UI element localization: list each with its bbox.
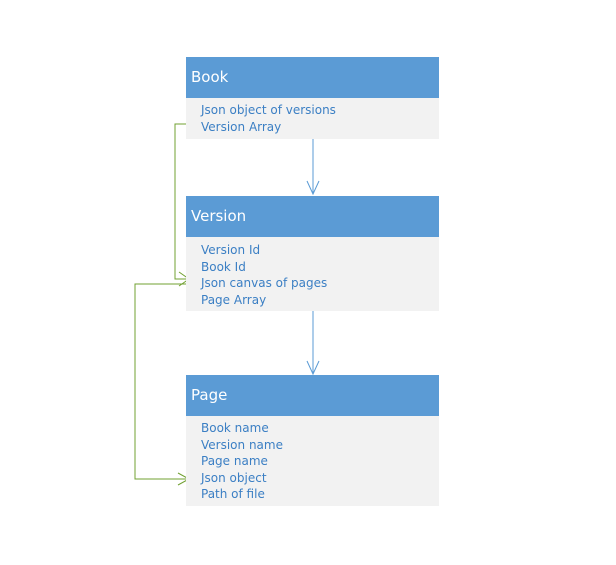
page-field: Book name	[201, 421, 269, 435]
version-field: Book Id	[201, 259, 246, 274]
version-field: Page Array	[201, 292, 267, 307]
page-field: Page name	[201, 454, 268, 468]
book-entity-title: Book	[186, 57, 439, 98]
page-field: Path of file	[201, 487, 265, 501]
book-field: Json object of versions	[201, 103, 336, 117]
page-entity-fields: Book name Version name Page name Json ob…	[186, 416, 439, 505]
page-field: Json object	[201, 470, 267, 485]
book-entity: Book Json object of versions Version Arr…	[186, 57, 439, 139]
page-entity-title: Page	[186, 375, 439, 416]
book-field: Version Array	[201, 119, 282, 134]
version-entity-fields: Version Id Book Id Json canvas of pages …	[186, 237, 439, 310]
version-entity: Version Version Id Book Id Json canvas o…	[186, 196, 439, 311]
version-to-page-arrowhead	[306, 360, 320, 376]
book-entity-fields: Json object of versions Version Array	[186, 98, 439, 137]
version-field: Json canvas of pages	[201, 276, 328, 290]
book-to-version-arrowhead	[306, 180, 320, 196]
page-field: Version name	[201, 437, 283, 452]
version-array-reference-arrow	[174, 123, 186, 280]
version-field: Version Id	[201, 243, 261, 257]
version-entity-title: Version	[186, 196, 439, 237]
json-canvas-reference-arrow	[134, 283, 189, 480]
page-entity: Page Book name Version name Page name Js…	[186, 375, 439, 506]
